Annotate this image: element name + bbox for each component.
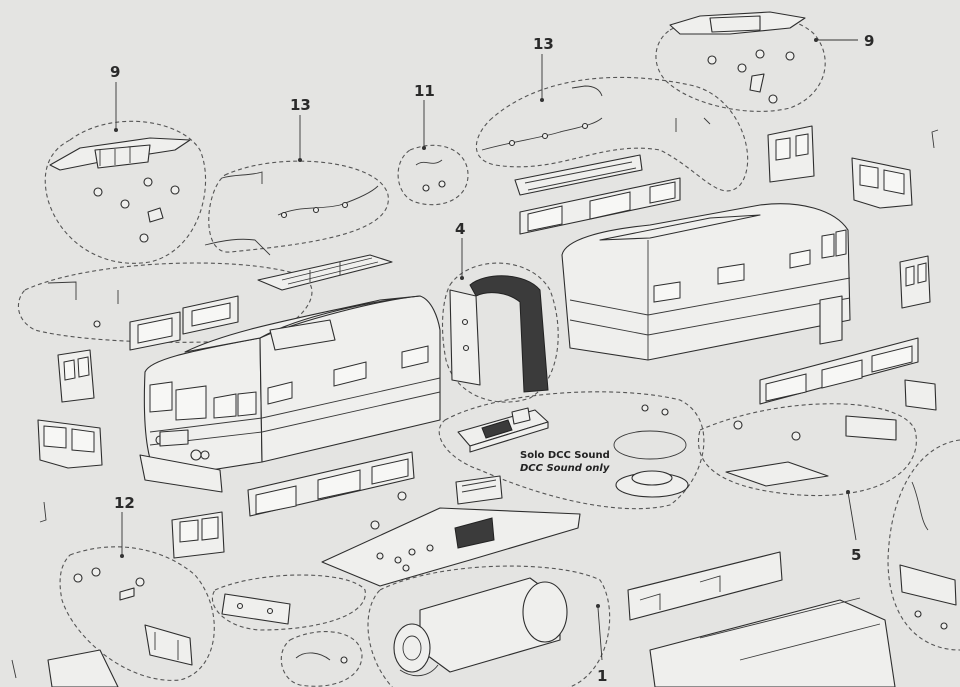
cab-end-right-far [851, 157, 913, 209]
window-frames-upper-right [519, 177, 681, 235]
wire-loop-bottom [295, 652, 348, 664]
roof-grille-left [257, 254, 393, 291]
leader-dot [596, 604, 600, 608]
leader-dot [460, 276, 464, 280]
window-frames-lower-left [247, 451, 415, 517]
leader-1 [597, 607, 603, 661]
group-outline-bottom-small [280, 631, 363, 687]
part-11-detail [415, 159, 446, 192]
group-outline-12 [59, 546, 215, 681]
group-outline-1 [367, 565, 611, 687]
chassis-pcb [321, 475, 581, 587]
group-outline-9-right [655, 13, 826, 112]
group-outline-lower-left [211, 574, 366, 631]
callout-9-right: 9 [864, 32, 874, 50]
window-frames-upper-left [129, 295, 239, 351]
decoder-caption-solo: Solo DCC Sound [520, 450, 610, 461]
leader-5 [847, 491, 857, 541]
bracket-right-edge [931, 129, 939, 149]
group-outline-13-right [475, 76, 749, 192]
speaker-assembly [613, 404, 689, 498]
group-outline-right-edge [887, 439, 960, 651]
callout-1: 1 [597, 667, 607, 685]
leader-dot [114, 128, 118, 132]
callout-9-left: 9 [110, 63, 120, 81]
handrails-right [481, 85, 711, 151]
group-outline-4 [442, 262, 559, 403]
callout-12: 12 [114, 494, 135, 512]
group-outline-9-left [44, 120, 207, 264]
leader-dot [540, 98, 544, 102]
locomotive-body-front [139, 295, 441, 493]
cab-end-right-upper [767, 125, 815, 183]
bracket-left-edge [39, 501, 47, 523]
callout-11: 11 [414, 82, 435, 100]
bogie-frame-left [49, 137, 191, 243]
cab-end-left-lower [37, 419, 103, 469]
leader-dot [422, 146, 426, 150]
motor-part-1 [393, 577, 568, 677]
leader-dot [120, 554, 124, 558]
group-outline-5 [698, 403, 917, 497]
callout-4: 4 [455, 220, 465, 238]
window-frames-lower-right [759, 337, 919, 405]
decoder-caption-dcc-only: DCC Sound only [520, 463, 610, 474]
cab-end-right-mid [899, 255, 931, 309]
bogie-frame-right [669, 11, 806, 104]
coupler-parts-12 [73, 567, 193, 666]
leader-dot [846, 490, 850, 494]
cab-end-bottom-left [171, 511, 225, 559]
callout-5: 5 [851, 546, 861, 564]
group-outline-decoder [438, 391, 705, 510]
group-outline-13-left [208, 160, 389, 253]
leader-dot [814, 38, 818, 42]
cab-shell-part-4 [449, 275, 549, 393]
bottom-left-fragment [11, 649, 119, 687]
leader-dot [298, 158, 302, 162]
roof-grille-right [514, 154, 643, 196]
group-outline-11 [397, 144, 469, 206]
sound-decoder-board [457, 407, 549, 453]
side-frame-lower-left [221, 593, 291, 625]
bogie-detail-right-edge [899, 379, 957, 630]
chassis-side-rail [627, 551, 783, 621]
locomotive-body-rear [561, 203, 851, 361]
callout-13-right: 13 [533, 35, 554, 53]
callout-13-left: 13 [290, 96, 311, 114]
chassis-base-frame [649, 597, 896, 687]
weight-plate-part-5 [725, 415, 897, 487]
cab-end-left-upper [57, 349, 95, 403]
handrails-left [47, 171, 379, 328]
